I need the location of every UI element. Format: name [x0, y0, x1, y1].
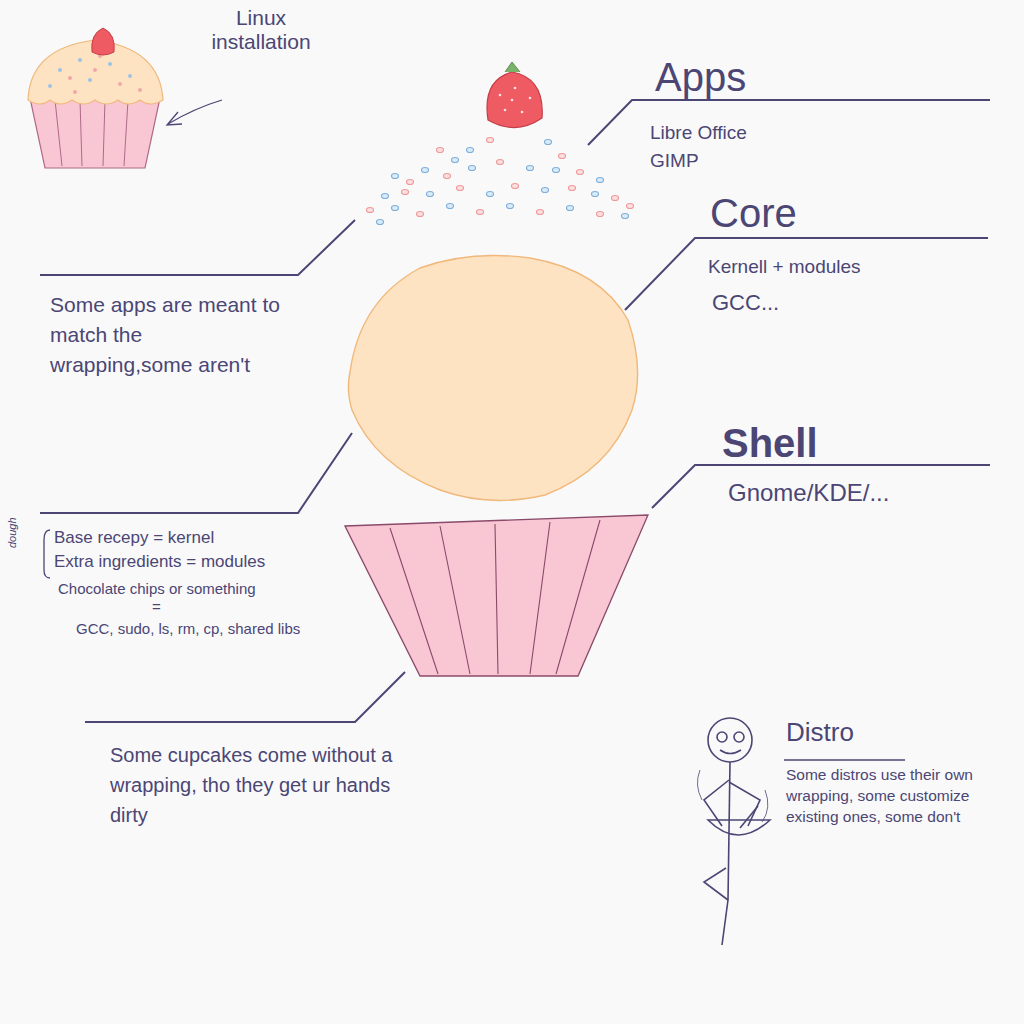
pointer-arrow	[168, 100, 222, 124]
section-heading: Distro	[786, 718, 854, 748]
section-heading: Apps	[655, 54, 746, 100]
sprinkles	[367, 138, 634, 225]
annotation-text: Libre Office	[650, 122, 747, 144]
stick-figure	[697, 718, 770, 945]
cupcake-wrapper	[345, 515, 648, 676]
cupcake-dough	[348, 256, 637, 501]
small-cupcake	[28, 28, 163, 168]
annotation-text: GCC...	[712, 290, 779, 315]
bracket	[44, 530, 50, 578]
annotation-text: Chocolate chips or something	[58, 580, 256, 597]
annotation-text: =	[152, 598, 161, 615]
annotation-text: Some cupcakes come without a wrapping, t…	[110, 740, 400, 830]
strawberry-seeds	[499, 87, 532, 114]
section-heading: Shell	[722, 420, 818, 466]
annotation-text: Base recepy = kernel	[54, 528, 214, 548]
strawberry	[487, 72, 542, 128]
annotation-text: GIMP	[650, 150, 699, 172]
annotation-text: GCC, sudo, ls, rm, cp, shared libs	[76, 620, 300, 637]
annotation-text: Some distros use their own wrapping, som…	[786, 764, 1014, 827]
leader-lines	[40, 100, 990, 722]
section-heading: Core	[710, 190, 797, 236]
underline	[784, 759, 905, 761]
annotation-text: Gnome/KDE/...	[728, 479, 889, 507]
arrow-head	[167, 112, 182, 125]
annotation-text: Linux installation	[196, 6, 326, 54]
annotation-text: Some apps are meant to match the wrappin…	[50, 290, 290, 380]
annotation-text: dough	[6, 517, 19, 548]
annotation-text: Extra ingredients = modules	[54, 552, 265, 572]
annotation-text: Kernell + modules	[708, 256, 861, 278]
